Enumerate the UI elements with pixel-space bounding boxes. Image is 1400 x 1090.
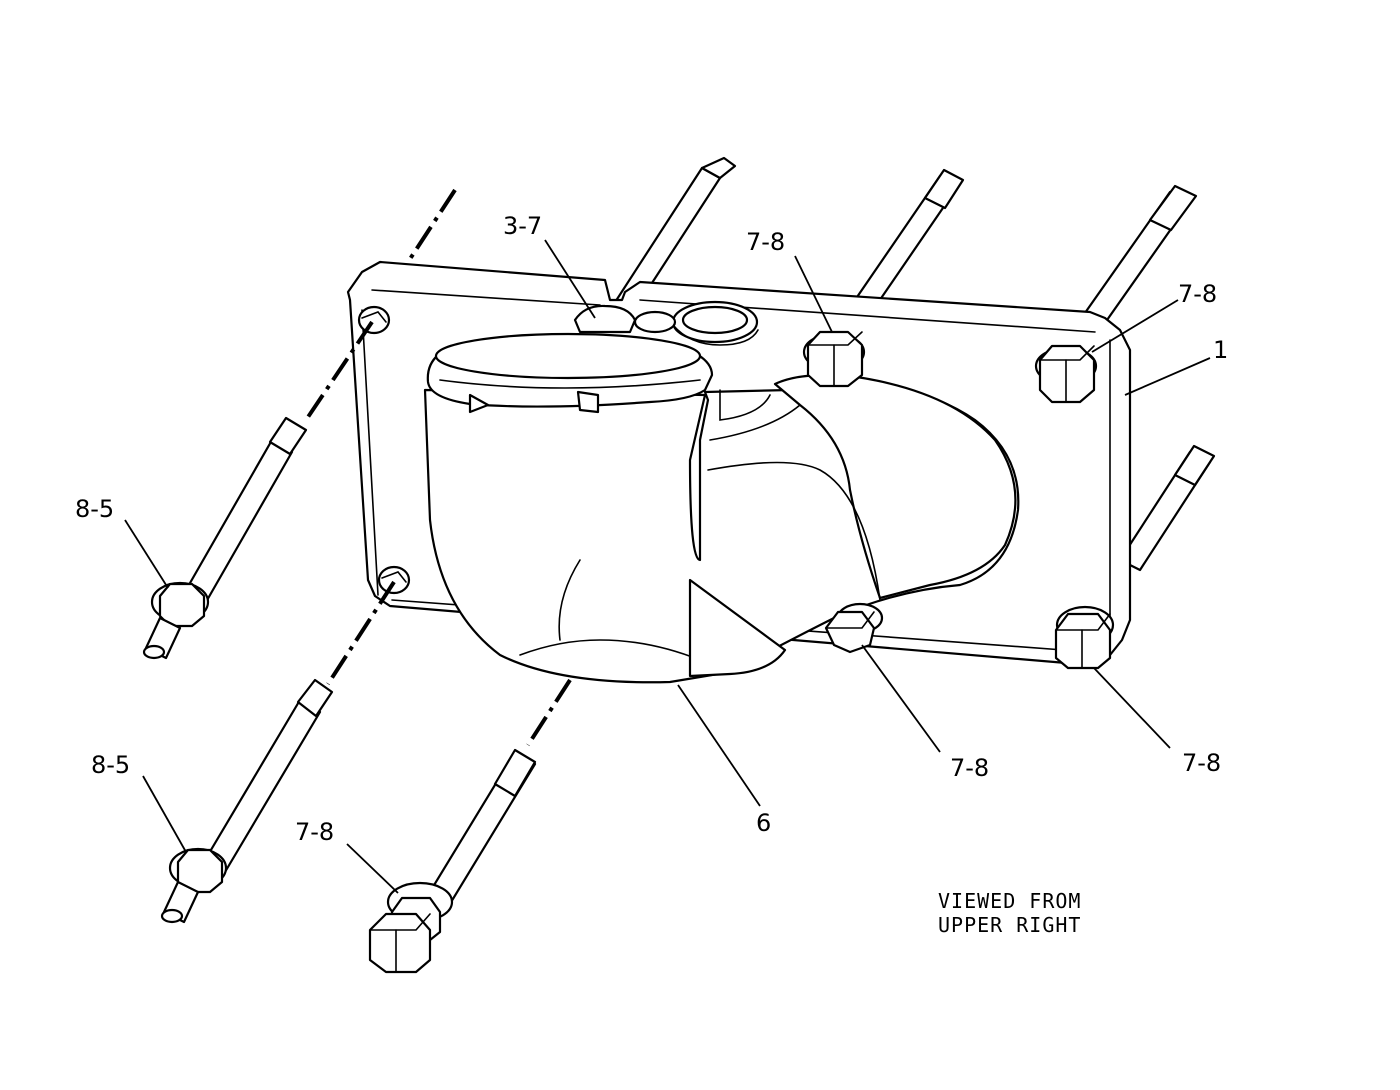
callout-8-5-upper: 8-5 <box>75 495 114 523</box>
bolt-plate-right <box>1034 344 1098 404</box>
leader-8-5-upper <box>124 519 169 589</box>
elbow-housing <box>423 332 1020 684</box>
background-stud-2 <box>853 168 965 312</box>
fitting <box>573 304 677 334</box>
callout-6: 6 <box>756 809 771 837</box>
callout-3-7: 3-7 <box>503 212 542 240</box>
background-stud-4 <box>1118 444 1216 572</box>
leader-7-8-bottom-mid <box>861 644 941 753</box>
bolt-plate-bottom-right <box>1054 605 1115 670</box>
callout-8-5-lower: 8-5 <box>91 751 130 779</box>
background-stud-3 <box>1078 184 1198 332</box>
callout-7-8-bottom-left: 7-8 <box>295 818 334 846</box>
plate-bolt-hole-lower <box>377 565 411 595</box>
callout-7-8-bottom-right: 7-8 <box>1182 749 1221 777</box>
callout-7-8-bottom-mid: 7-8 <box>950 754 989 782</box>
centerline-left-lower <box>326 580 396 686</box>
centerline-left-upper <box>304 320 374 422</box>
callout-7-8-top: 7-8 <box>746 228 785 256</box>
bolt-plate-top <box>802 330 866 388</box>
callout-1: 1 <box>1213 336 1228 364</box>
view-note-line-1: VIEWED FROM <box>938 889 1081 913</box>
leader-8-5-lower <box>142 775 187 853</box>
centerline-upper <box>406 188 457 264</box>
leader-1 <box>1124 357 1211 396</box>
coolant-port-boss <box>671 300 759 346</box>
bolt-loose-bottom <box>368 748 537 974</box>
leader-7-8-right <box>1091 299 1179 353</box>
leader-6 <box>677 684 761 807</box>
view-note-line-2: UPPER RIGHT <box>938 913 1081 937</box>
leader-7-8-top <box>794 255 833 333</box>
callout-7-8-right: 7-8 <box>1178 280 1217 308</box>
bolt-plate-bottom-mid <box>824 602 884 654</box>
plate-bolt-hole-upper <box>357 305 391 335</box>
centerline-bottom <box>526 678 572 747</box>
leader-7-8-bottom-right <box>1093 667 1171 749</box>
stud-lower-left <box>160 678 334 924</box>
leader-3-7 <box>544 239 596 319</box>
leader-7-8-bottom-left <box>346 843 399 894</box>
stud-upper-left <box>142 416 308 660</box>
